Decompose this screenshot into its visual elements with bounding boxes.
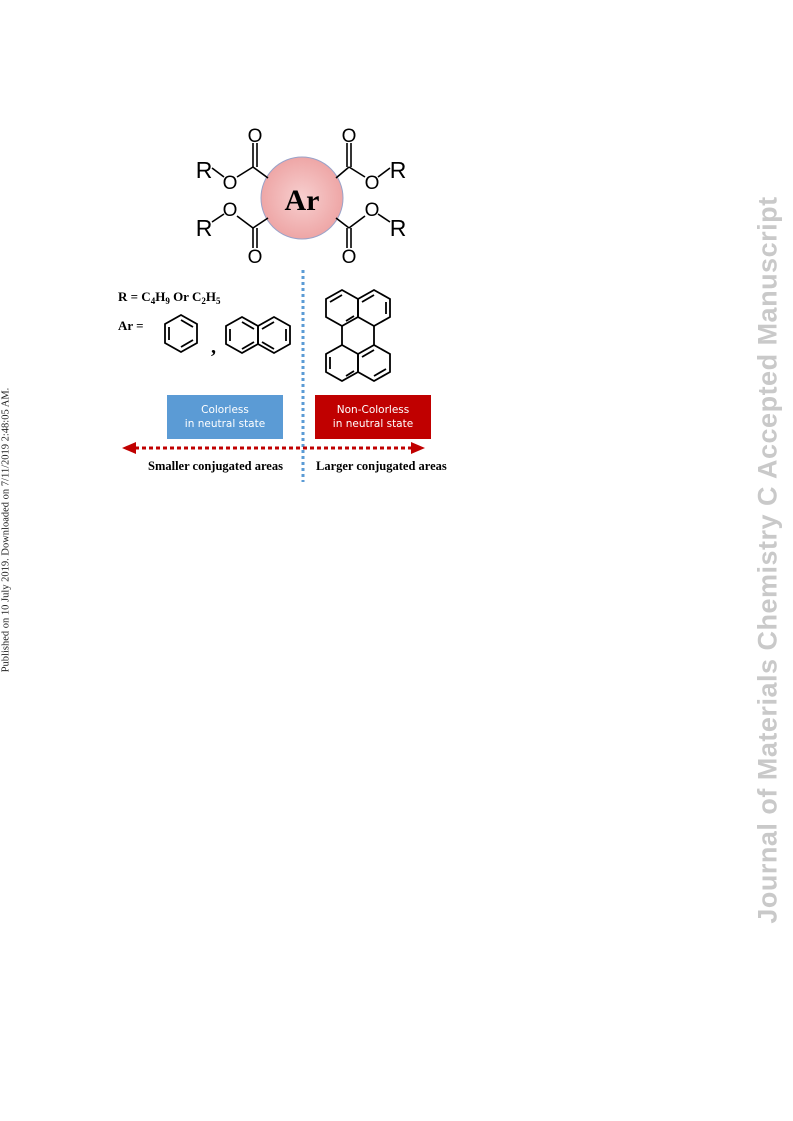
colorless-box-line1: Colorless [201, 404, 249, 416]
oxygen-label: O [342, 126, 357, 147]
oxygen-label: O [248, 247, 263, 268]
oxygen-label: O [248, 126, 263, 147]
perylene-structure [325, 288, 391, 383]
oxygen-label: O [223, 173, 238, 194]
r-group-label: R [390, 157, 407, 183]
oxygen-label: O [223, 200, 238, 221]
caption-larger-conjugated: Larger conjugated areas [316, 459, 447, 473]
ar-core-label: Ar [285, 184, 320, 217]
naphthalene-structure [225, 315, 291, 355]
r-group-label: R [390, 215, 407, 241]
benzene-structure [164, 313, 198, 354]
non-colorless-box-line2: in neutral state [332, 418, 414, 430]
arrow-head-left [122, 442, 136, 454]
non-colorless-box-line1: Non-Colorless [336, 404, 410, 416]
non-colorless-box: Non-Colorless in neutral state [315, 395, 431, 439]
ar-core-circle [260, 156, 344, 240]
r-group-label: R [196, 215, 213, 241]
oxygen-label: O [365, 200, 380, 221]
colorless-box: Colorless in neutral state [167, 395, 283, 439]
oxygen-label: O [342, 247, 357, 268]
ester-bonds [211, 143, 391, 248]
r-definition: R = C4H9 Or C2H5 [118, 289, 221, 306]
ar-definition-label: Ar = [118, 318, 144, 333]
oxygen-label: O [365, 173, 380, 194]
colorless-box-line2: in neutral state [184, 418, 266, 430]
comma-separator: , [211, 336, 216, 358]
r-group-label: R [196, 157, 213, 183]
arrow-head-right [411, 442, 425, 454]
caption-smaller-conjugated: Smaller conjugated areas [148, 459, 283, 473]
